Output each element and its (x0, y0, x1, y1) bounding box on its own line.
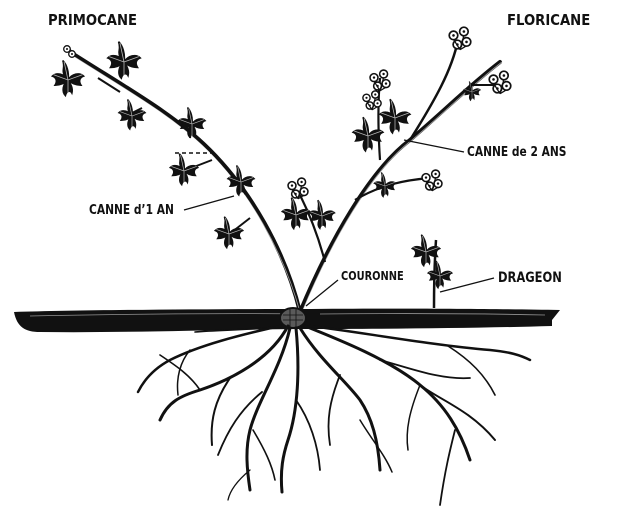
leaf-icon (169, 153, 199, 186)
leaf-icon (427, 260, 453, 289)
leaf-icon (281, 197, 311, 230)
leaf-icon (51, 59, 85, 97)
leaf-icon (106, 40, 142, 80)
label-drageon: DRAGEON (498, 270, 562, 286)
label-couronne: COURONNE (341, 269, 404, 283)
flower-cluster-icon (422, 170, 442, 191)
leaf-icon (214, 216, 244, 249)
flower-cluster-icon (288, 178, 308, 199)
label-canne-1-an: CANNE d’1 AN (89, 203, 174, 218)
leader-drageon (439, 277, 495, 293)
leaf-icon (379, 98, 411, 134)
leader-canne-2-ans (403, 139, 465, 153)
leaf-icon (373, 171, 397, 198)
label-primocane: PRIMOCANE (48, 11, 138, 29)
flower-cluster-icon (363, 91, 381, 110)
flower-cluster-icon (449, 27, 471, 49)
leaf-icon (227, 164, 255, 196)
flower-cluster-icon (489, 71, 511, 93)
leaf-icon (118, 98, 146, 130)
leaf-icon (178, 106, 206, 138)
label-canne-2-ans: CANNE de 2 ANS (467, 145, 567, 160)
label-floricane: FLORICANE (507, 11, 591, 29)
leader-couronne (305, 279, 339, 307)
leader-canne-1-an (183, 195, 235, 211)
